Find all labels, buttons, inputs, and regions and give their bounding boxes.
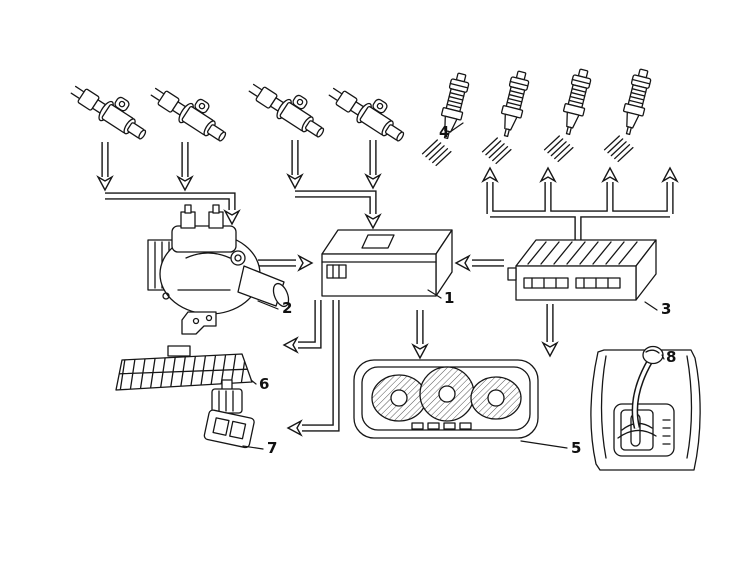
callouts: 1 2 3 4 5 6 7 8 — [242, 122, 676, 457]
injector-1 — [419, 68, 473, 170]
callout-1: 1 — [444, 289, 454, 307]
injector-2 — [479, 66, 533, 168]
switch-icon — [203, 379, 255, 449]
callout-3: 3 — [661, 300, 671, 318]
vent-grille-icon — [115, 345, 253, 391]
arrow-shaft-fills — [102, 140, 673, 431]
gear-selector-icon — [590, 345, 701, 471]
instrument-cluster-icon — [353, 359, 539, 439]
sensor-1 — [66, 72, 156, 146]
callout-7: 7 — [267, 439, 277, 457]
injector-3 — [541, 64, 595, 166]
control-unit-icon — [321, 229, 453, 297]
sensor-4 — [324, 74, 414, 148]
ignition-distributor-icon — [147, 204, 290, 335]
callout-8: 8 — [666, 348, 676, 366]
signal-arrows — [96, 140, 679, 437]
sensor-3 — [244, 70, 334, 144]
arrow-heads — [96, 166, 679, 437]
crank-sensor-icon — [66, 70, 414, 148]
fuel-injector-icon — [419, 64, 655, 170]
injector-4 — [601, 64, 655, 166]
callout-4: 4 — [439, 123, 449, 141]
control-module-icon — [507, 239, 657, 301]
callout-5: 5 — [571, 439, 581, 457]
sensor-2 — [146, 74, 236, 148]
callout-2: 2 — [282, 299, 292, 317]
callout-6: 6 — [259, 375, 269, 393]
